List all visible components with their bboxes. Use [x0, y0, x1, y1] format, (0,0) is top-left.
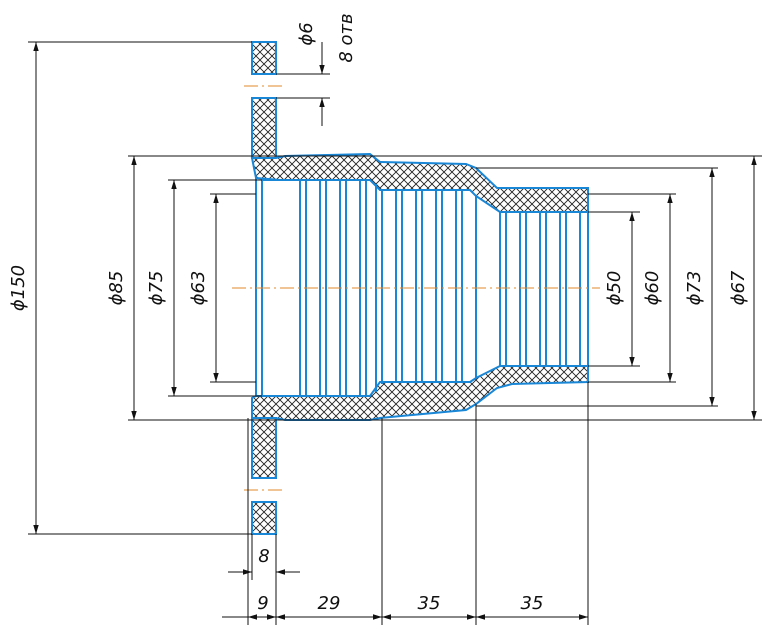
- dim-len-35a: 35: [418, 593, 441, 614]
- lower-flange-tip: [251, 501, 277, 535]
- dim-d150: ϕ150: [8, 265, 29, 311]
- dim-d60: ϕ60: [642, 271, 663, 306]
- upper-flange-web: [251, 97, 277, 159]
- dim-len-29: 29: [318, 593, 341, 614]
- lower-flange-web: [251, 417, 277, 479]
- dim-d67: ϕ67: [728, 270, 749, 305]
- upper-wall: [250, 152, 589, 213]
- dim-flange-thickness: 8: [258, 546, 269, 567]
- dim-d75: ϕ75: [146, 271, 167, 306]
- center-lines: [232, 85, 600, 491]
- dim-len-35b: 35: [521, 593, 544, 614]
- dim-hole-dia: ϕ6: [296, 22, 317, 45]
- dim-d85: ϕ85: [106, 271, 127, 306]
- dimension-lines: [28, 41, 762, 625]
- dimension-labels: ϕ150 ϕ85 ϕ75 ϕ63 ϕ50 ϕ60 ϕ73 ϕ67 ϕ6 8 от…: [8, 13, 749, 614]
- dim-d63: ϕ63: [188, 271, 209, 306]
- dim-len-9: 9: [257, 593, 268, 614]
- upper-flange-tip: [251, 41, 277, 75]
- lower-wall: [251, 365, 589, 421]
- dim-d73: ϕ73: [684, 271, 705, 306]
- dim-hole-count: 8 отв: [336, 13, 357, 62]
- dim-d50: ϕ50: [604, 271, 625, 306]
